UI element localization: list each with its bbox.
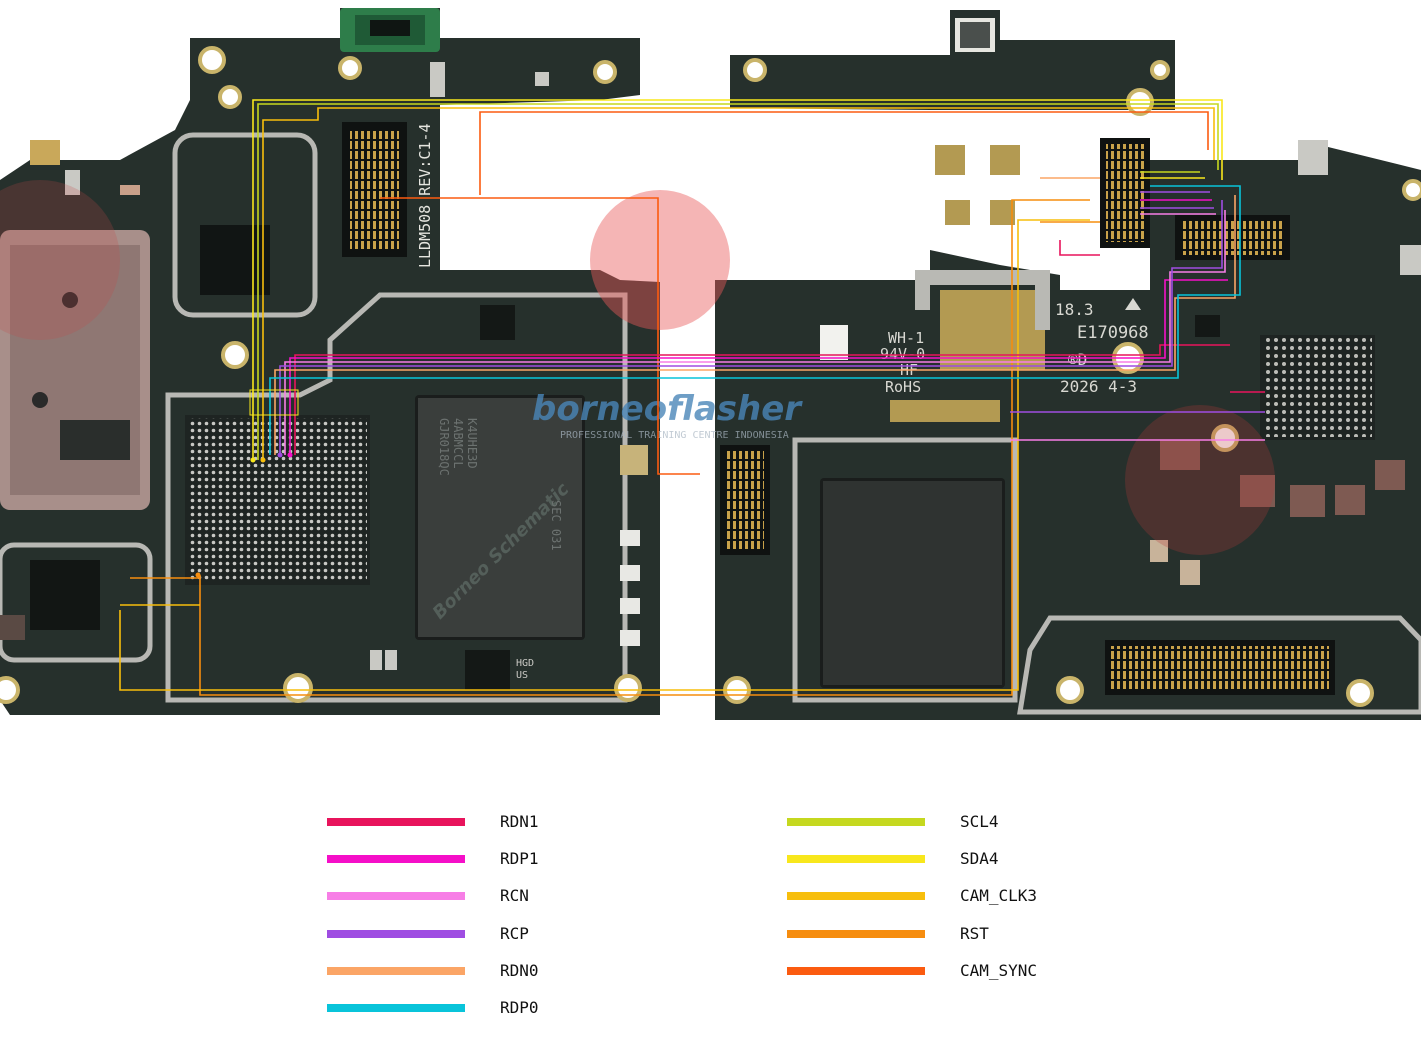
legend-label: RCN (500, 886, 529, 905)
cert-code: E170968 (1077, 323, 1149, 343)
trace-cam-clk3-b (119, 219, 1090, 691)
watermark-tagline: PROFESSIONAL TRAINING CENTRE INDONESIA (560, 430, 789, 441)
memory-chip-side: SEC 031 (549, 500, 563, 551)
memory-chip-line-2: 4ABMCCL (451, 418, 465, 469)
legend-swatch (327, 892, 465, 900)
pcb-board-image: borneoflasher PROFESSIONAL TRAINING CENT… (0, 8, 1421, 720)
legend-swatch (327, 930, 465, 938)
legend-label: RCP (500, 924, 529, 943)
legend-label: RDP0 (500, 998, 539, 1017)
legend-label: CAM_SYNC (960, 961, 1038, 980)
trace-scl4 (257, 103, 1219, 460)
trace-cam-clk3 (262, 107, 1215, 460)
cert-line-4: RoHS (885, 378, 921, 396)
trace-rcp (279, 200, 1223, 455)
right-board (715, 10, 1421, 720)
cert-line-1: WH-1 (888, 329, 924, 347)
signal-legend: RDN1 RDP1 RCN RCP RDN0 RDP0 SCL4 SDA4 CA… (0, 800, 1421, 1040)
flex-label: LLDM508 REV:C1-4 (416, 124, 434, 269)
memory-chip-line-1: K4UHE3D (465, 418, 479, 469)
legend-swatch (787, 967, 925, 975)
trace-rdn0 (274, 195, 1236, 455)
small-chip-line-2: US (516, 670, 528, 681)
legend-swatch (787, 818, 925, 826)
legend-label: RDN1 (500, 812, 539, 831)
legend-swatch (327, 967, 465, 975)
trace-rdn1 (294, 344, 1230, 455)
memory-chip-marking: K4UHE3D 4ABMCCL GJR018QC SEC 031 (437, 418, 563, 551)
triangle-mark-icon (1125, 298, 1141, 310)
legend-label: CAM_CLK3 (960, 886, 1038, 905)
date-code: 2026 4-3 (1060, 377, 1137, 396)
legend-swatch (327, 855, 465, 863)
trace-rdp0 (269, 185, 1241, 455)
legend-label: SDA4 (960, 849, 999, 868)
legend-swatch (787, 855, 925, 863)
small-chip-line-1: HGD (516, 658, 534, 669)
legend-swatch (327, 1004, 465, 1012)
legend-label: RDN0 (500, 961, 539, 980)
watermark-brand: borneoflasher (532, 389, 803, 429)
trace-rst (199, 199, 1090, 696)
legend-label: SCL4 (960, 812, 999, 831)
trace-cam-sync (479, 111, 1209, 195)
trace-sda4 (252, 99, 1223, 460)
legend-swatch (327, 818, 465, 826)
legend-swatch (787, 892, 925, 900)
cert-number: 18.3 (1055, 300, 1094, 319)
legend-swatch (787, 930, 925, 938)
memory-chip-line-3: GJR018QC (437, 418, 451, 476)
trace-cam-sync-b (380, 197, 700, 475)
legend-label: RST (960, 924, 989, 943)
legend-label: RDP1 (500, 849, 539, 868)
trace-rdn1-c (1059, 240, 1100, 256)
soc-pads (195, 389, 299, 578)
watermark (0, 180, 1275, 555)
